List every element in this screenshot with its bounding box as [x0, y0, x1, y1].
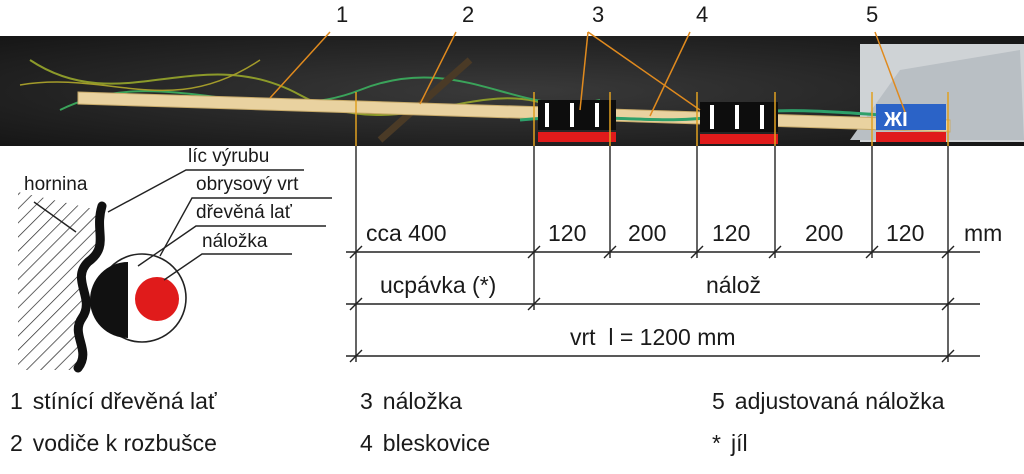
legend-num: 2: [10, 430, 23, 456]
legend-text: bleskovice: [382, 430, 491, 456]
dim-120-b: 120: [712, 220, 750, 246]
charge-section: [135, 277, 179, 321]
dim-vrt: vrt l = 1200 mm: [570, 324, 736, 350]
legend-num: 1: [10, 388, 23, 414]
legend-text: stínící dřevěná lať: [32, 388, 217, 414]
photo-ticks: [355, 92, 949, 146]
legend-item-5: 5 adjustovaná náložka: [712, 388, 945, 415]
photo-leaders: [269, 31, 906, 117]
label-drevena-lat: dřevěná lať: [196, 202, 293, 223]
svg-text:ЖΙ: ЖΙ: [883, 109, 908, 131]
legend-num: 3: [360, 388, 373, 414]
charge-2: [700, 102, 778, 144]
cross-section: [18, 192, 187, 373]
label-nalozka: náložka: [202, 231, 268, 252]
dim-120-c: 120: [886, 220, 924, 246]
legend-text: jíl: [730, 430, 748, 456]
dim-unit: mm: [964, 220, 1002, 246]
legend-item-3: 3 náložka: [360, 388, 462, 415]
dim-cca-400: cca 400: [366, 220, 447, 246]
tunnel-face-line: [73, 201, 107, 373]
legend-num: 4: [360, 430, 373, 456]
label-hornina: hornina: [24, 174, 88, 195]
callout-3: 3: [592, 2, 604, 27]
label-obrysovy-vrt: obrysový vrt: [196, 174, 299, 195]
callout-5: 5: [866, 2, 878, 27]
legend-num: 5: [712, 388, 725, 414]
callout-2: 2: [462, 2, 474, 27]
legend-text: vodiče k rozbušce: [32, 430, 217, 456]
dim-200-a: 200: [628, 220, 666, 246]
dim-ucpavka: ucpávka (*): [380, 272, 496, 298]
legend-item-1: 1 stínící dřevěná lať: [10, 388, 217, 415]
legend-item-4: 4 bleskovice: [360, 430, 490, 457]
dimension-lines: [346, 146, 980, 363]
charge-1: [538, 100, 616, 142]
callout-1: 1: [336, 2, 348, 27]
lath-section: [90, 262, 128, 338]
photo-strip: ЖΙ: [0, 31, 1024, 146]
legend-item-jil: * jíl: [712, 430, 748, 457]
dim-120-a: 120: [548, 220, 586, 246]
side-leaders: [33, 169, 332, 281]
callout-4: 4: [696, 2, 708, 27]
label-lic-vyrubu: líc výrubu: [188, 146, 269, 167]
dim-naloz: nálož: [706, 272, 761, 298]
legend-num: *: [712, 430, 721, 456]
charge-adjusted: ЖΙ: [876, 104, 946, 142]
legend-item-2: 2 vodiče k rozbušce: [10, 430, 217, 457]
legend-text: náložka: [382, 388, 463, 414]
dim-200-b: 200: [805, 220, 843, 246]
legend-text: adjustovaná náložka: [734, 388, 945, 414]
